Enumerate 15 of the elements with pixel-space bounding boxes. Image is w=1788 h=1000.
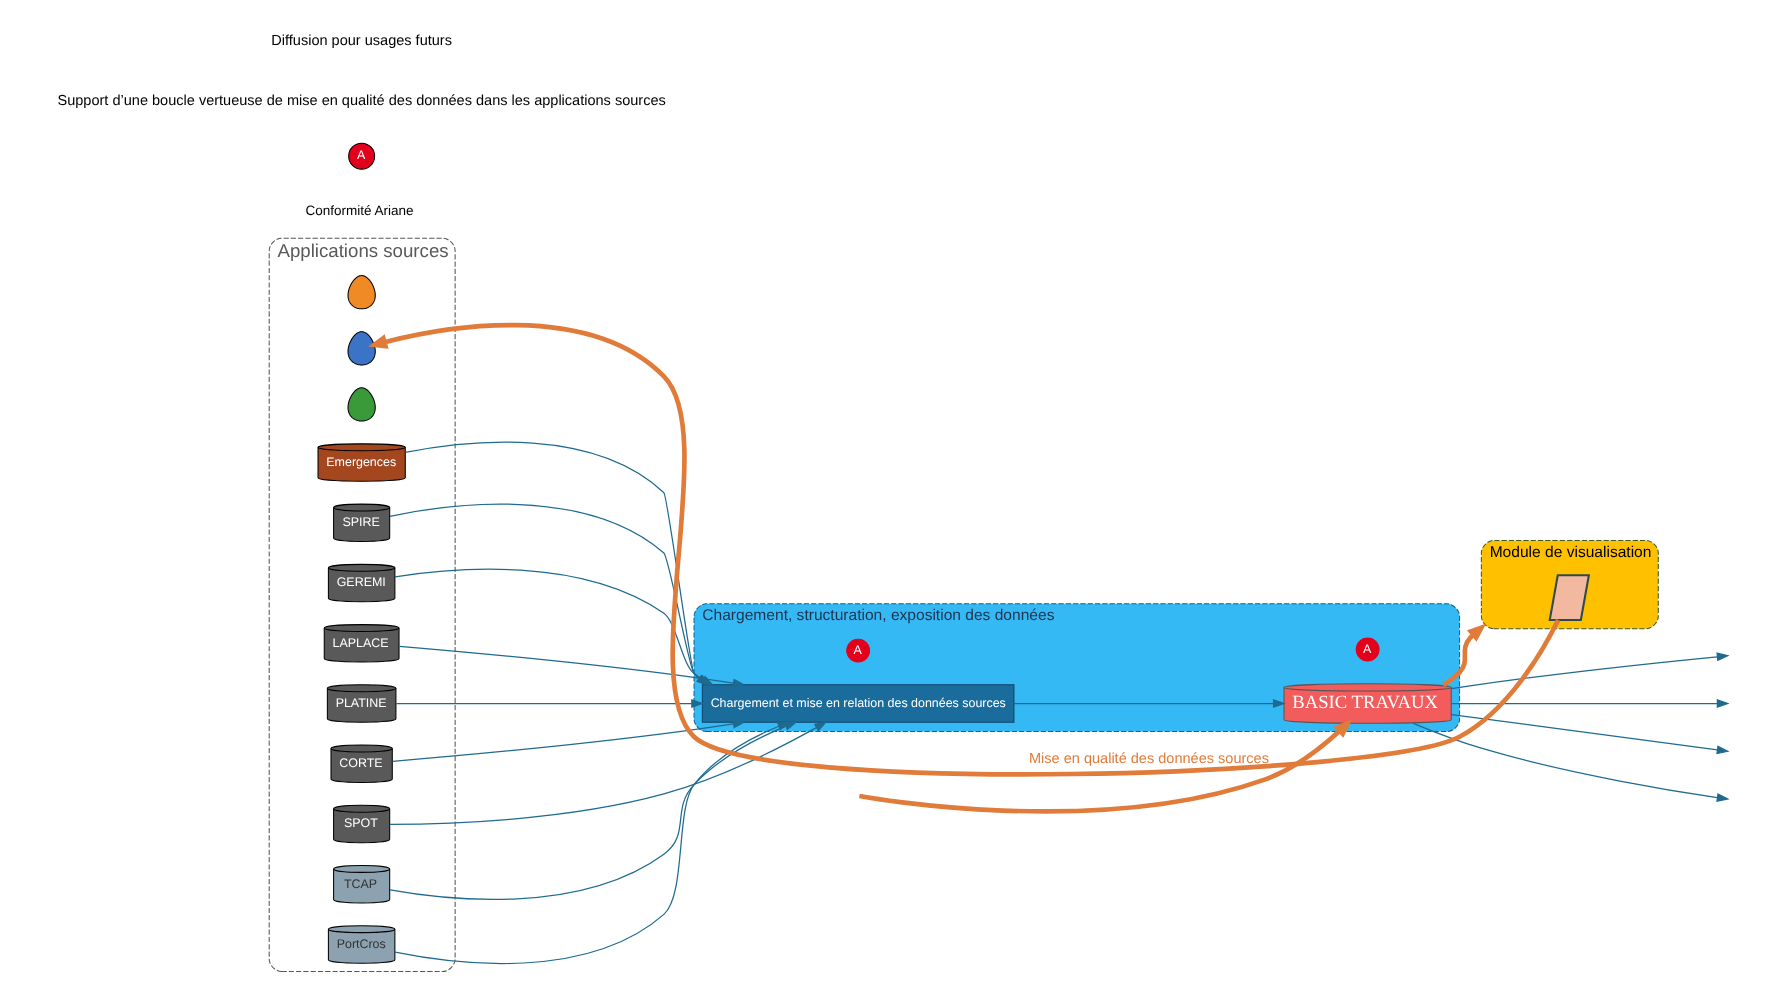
arrow bbox=[1450, 698, 1730, 708]
arrow bbox=[1450, 651, 1730, 689]
node-person bbox=[347, 330, 376, 365]
arrow bbox=[1412, 721, 1730, 801]
node-parallelogram bbox=[1548, 573, 1591, 620]
arrow bbox=[1450, 712, 1730, 754]
node-person bbox=[347, 386, 376, 421]
arrow bbox=[394, 720, 791, 964]
arrow bbox=[858, 718, 1353, 813]
arrow bbox=[1013, 698, 1286, 708]
arrow bbox=[395, 698, 705, 708]
arrow bbox=[368, 321, 1561, 776]
arrow bbox=[1442, 622, 1487, 686]
arrow bbox=[392, 718, 746, 761]
node-person bbox=[347, 274, 376, 309]
